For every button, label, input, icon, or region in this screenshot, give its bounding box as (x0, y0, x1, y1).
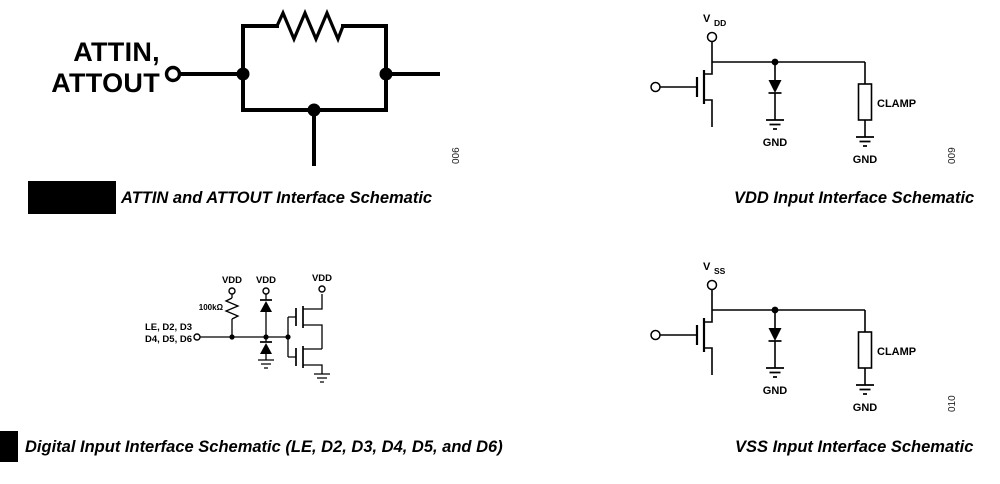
input-terminal-icon (650, 81, 661, 93)
source-wire (704, 347, 713, 375)
gnd-label-right: GND (853, 154, 878, 166)
supply-drop-wire (704, 41, 713, 75)
supply-drop-wire (704, 289, 713, 323)
ground-icon (856, 136, 874, 147)
figure-number-redacted-box (0, 431, 18, 462)
pmos-drain-wire (303, 324, 323, 349)
nmos-source-wire (303, 364, 323, 374)
gate-bus-junction-dot (285, 334, 291, 340)
input-terminal-icon (650, 329, 661, 341)
ground-icon (314, 373, 330, 383)
attin-caption: ATTIN and ATTOUT Interface Schematic (121, 189, 433, 207)
ground-icon (766, 119, 784, 130)
ground-icon (258, 359, 274, 369)
vdd-caption: VDD Input Interface Schematic (734, 189, 975, 207)
gnd-label-right: GND (853, 402, 878, 414)
vss-supply-label: V (703, 261, 711, 273)
vdd-label-1: VDD (222, 275, 242, 286)
ground-icon (766, 367, 784, 378)
resistor-icon (275, 8, 345, 44)
ground-icon (856, 384, 874, 395)
pmos-source-wire (303, 294, 323, 310)
digital-input-label-line1: LE, D2, D3 (145, 322, 192, 333)
figure-code-009: 009 (947, 147, 958, 164)
digital-input-schematic: VDD VDD VDD 100kΩ LE, D2, D3 D4, D5, D6 (145, 273, 332, 383)
clamp-label: CLAMP (877, 346, 916, 358)
vdd-terminal-icon-1 (228, 287, 236, 295)
upper-diode-icon (260, 301, 272, 312)
input-terminal-icon (164, 65, 182, 83)
resistor-value-label: 100kΩ (199, 303, 224, 312)
figure-code-006: 006 (451, 147, 462, 164)
digital-caption: Digital Input Interface Schematic (LE, D… (25, 438, 503, 456)
vss-supply-subscript: SS (714, 266, 726, 276)
clamp-box (857, 83, 873, 121)
figure-number-redacted-box (28, 181, 116, 214)
vdd-supply-terminal-icon (706, 31, 718, 43)
attin-label-line2: ATTOUT (51, 68, 160, 98)
clamp-label: CLAMP (877, 98, 916, 110)
vdd-label-3: VDD (312, 273, 332, 284)
vdd-schematic: V DD GND CLAMP GND 009 (650, 13, 958, 166)
gnd-label-left: GND (763, 385, 788, 397)
figure-code-010: 010 (947, 395, 958, 412)
source-wire (704, 99, 713, 127)
vdd-label-2: VDD (256, 275, 276, 286)
vdd-terminal-icon-2 (262, 287, 270, 295)
attin-label-line1: ATTIN, (73, 37, 160, 67)
vss-caption: VSS Input Interface Schematic (735, 438, 974, 456)
vdd-terminal-icon-3 (318, 285, 326, 293)
lower-diode-icon (260, 343, 272, 354)
diode-icon (768, 328, 782, 341)
input-terminal-icon (193, 333, 201, 341)
junction-dot (229, 334, 235, 340)
vss-schematic: V SS GND CLAMP GND 010 (650, 261, 958, 414)
vss-supply-terminal-icon (706, 279, 718, 291)
vdd-supply-subscript: DD (714, 18, 726, 28)
digital-input-label-line2: D4, D5, D6 (145, 334, 192, 345)
gnd-label-left: GND (763, 137, 788, 149)
vdd-supply-label: V (703, 13, 711, 25)
attin-attout-schematic: ATTIN, ATTOUT 006 (51, 8, 462, 166)
diode-icon (768, 80, 782, 93)
clamp-box (857, 331, 873, 369)
pullup-resistor-icon (224, 297, 240, 320)
loop-wires (241, 24, 388, 112)
